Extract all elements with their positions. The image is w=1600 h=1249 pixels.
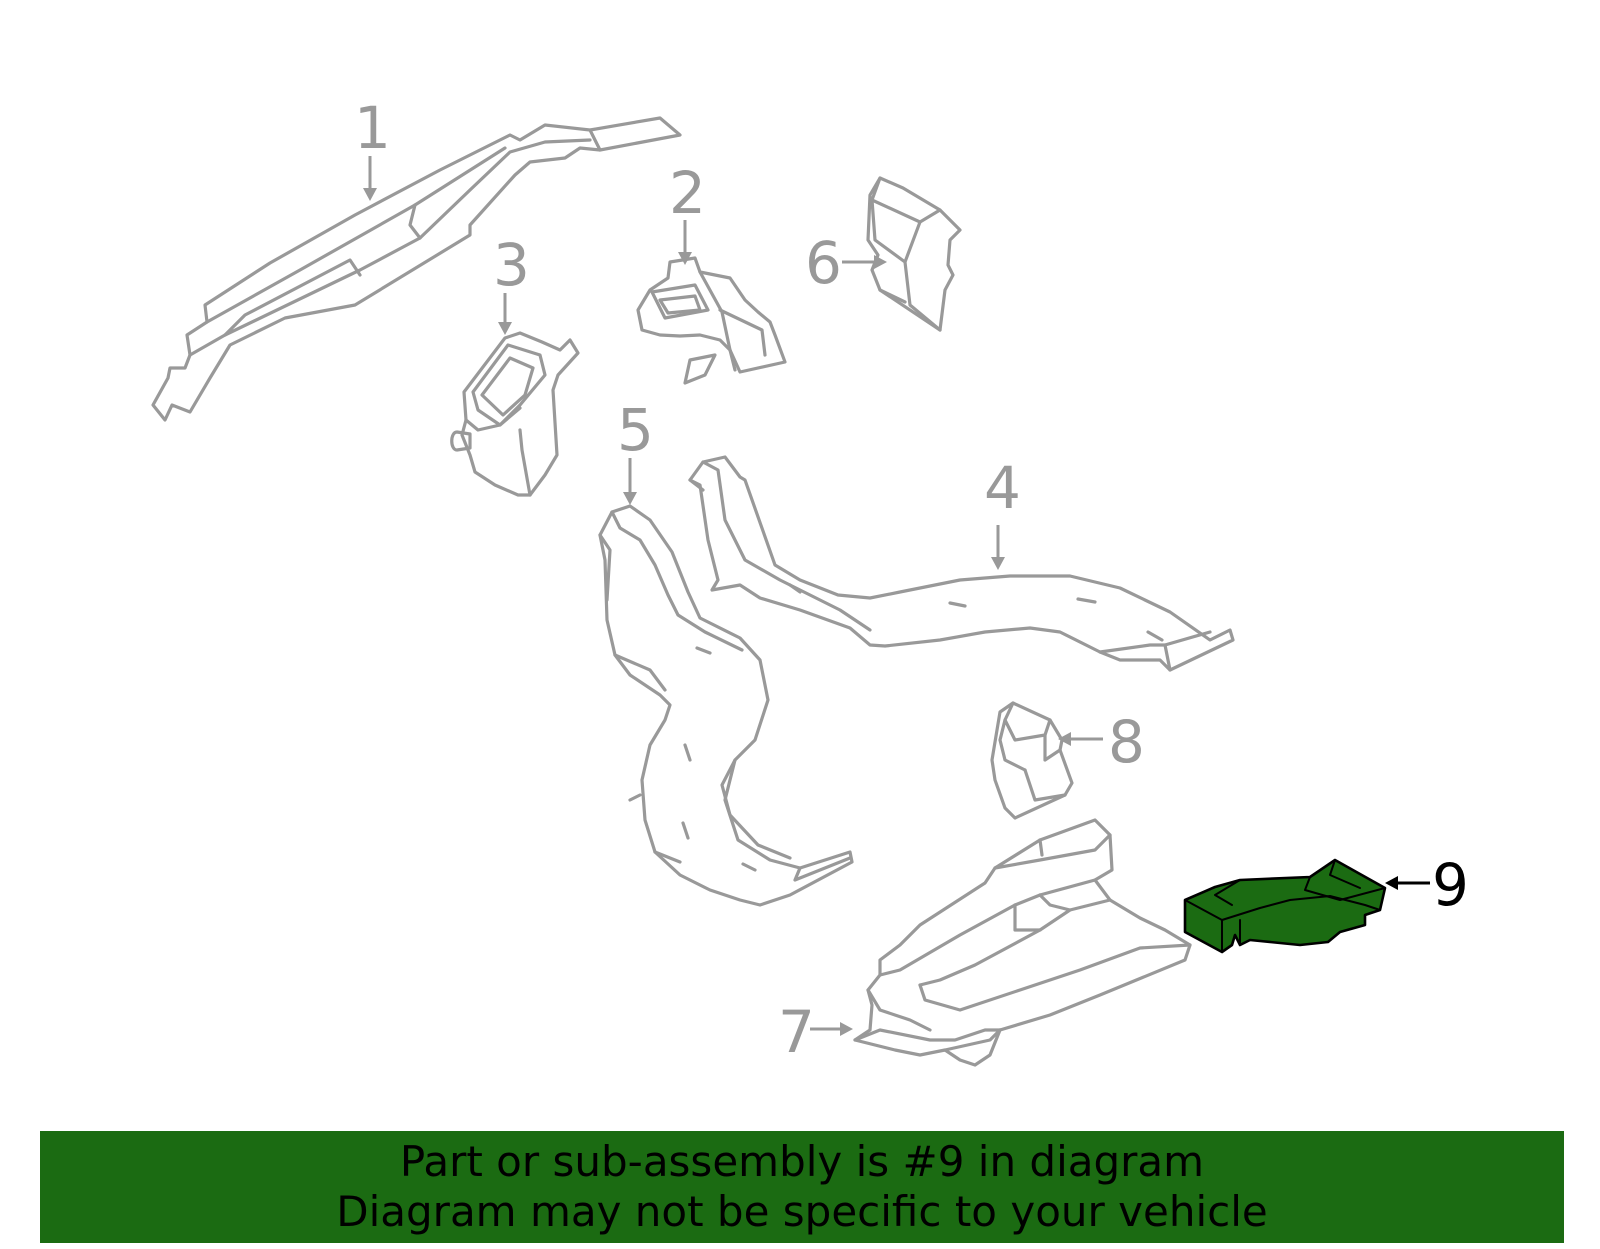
banner-line-2: Diagram may not be specific to your vehi… xyxy=(336,1187,1268,1236)
callout-3: 3 xyxy=(493,231,530,335)
callout-6: 6 xyxy=(805,229,887,297)
callout-9: 9 xyxy=(1385,851,1469,919)
part-5-duct[interactable] xyxy=(598,504,854,907)
part-1-duct[interactable] xyxy=(151,116,682,422)
callout-label-3: 3 xyxy=(493,231,530,299)
callout-label-2: 2 xyxy=(669,159,706,227)
callout-label-6: 6 xyxy=(805,229,842,297)
callout-1: 1 xyxy=(354,94,391,201)
part-3-vent[interactable] xyxy=(450,331,580,497)
callout-7: 7 xyxy=(778,998,853,1066)
info-banner: Part or sub-assembly is #9 in diagram Di… xyxy=(40,1131,1564,1243)
callout-label-4: 4 xyxy=(984,454,1021,522)
banner-line-1: Part or sub-assembly is #9 in diagram xyxy=(399,1137,1205,1186)
callout-2: 2 xyxy=(669,159,706,265)
part-8-duct[interactable] xyxy=(990,701,1074,820)
callout-8: 8 xyxy=(1058,708,1145,776)
part-7-duct-assembly[interactable] xyxy=(853,818,1192,1067)
callout-label-5: 5 xyxy=(617,396,654,464)
callout-label-7: 7 xyxy=(778,998,815,1066)
callout-label-1: 1 xyxy=(354,94,391,162)
callout-5: 5 xyxy=(617,396,654,505)
part-6-bracket[interactable] xyxy=(866,176,962,332)
part-4-duct[interactable] xyxy=(688,455,1235,672)
part-9-duct-highlighted[interactable] xyxy=(1183,858,1387,954)
callout-label-9: 9 xyxy=(1432,851,1469,919)
callout-label-8: 8 xyxy=(1108,708,1145,776)
part-2-vent[interactable] xyxy=(636,256,787,385)
callout-4: 4 xyxy=(984,454,1021,570)
